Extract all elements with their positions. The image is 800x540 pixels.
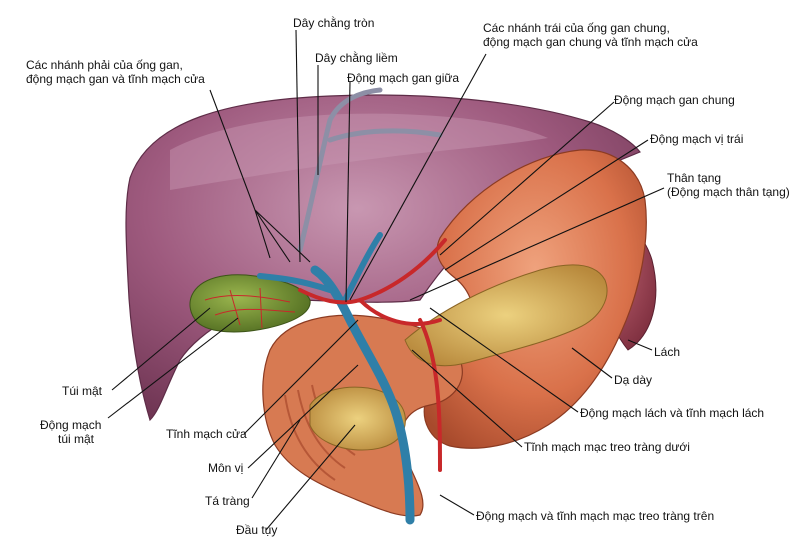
label-superior-mesenteric-vessels: Động mạch và tĩnh mạch mạc treo tràng tr… [476, 509, 715, 523]
leader-middle-hepatic-artery [345, 81, 351, 303]
label-splenic-vessels: Động mạch lách và tĩnh mạch lách [580, 406, 765, 420]
label-pancreas-head: Đầu tụy [236, 523, 278, 537]
label-pylorus: Môn vị [208, 461, 244, 475]
leader-cystic-artery [107, 317, 239, 419]
label-portal-vein: Tĩnh mạch cửa [166, 427, 247, 441]
leader-left-branches [349, 53, 487, 301]
label-right-branches-line2: động mạch gan và tĩnh mạch cửa [26, 72, 205, 86]
label-duodenum: Tá tràng [205, 494, 250, 508]
label-celiac-trunk: Thân tạng (Động mạch thân tạng) [667, 171, 790, 199]
pancreas-head-shape [309, 386, 406, 451]
gallbladder-shape [189, 274, 311, 333]
leader-spleen [627, 339, 653, 351]
pancreas-shape [404, 264, 608, 367]
label-cystic-artery-line2: túi mật [58, 432, 95, 446]
liver-highlight [170, 113, 548, 190]
gallbladder-vessels [204, 287, 296, 329]
label-left-branches-line1: Các nhánh trái của ống gan chung, [483, 21, 670, 35]
leader-inferior-mesenteric-vein [411, 349, 523, 448]
portal-vein-shape [310, 265, 415, 525]
label-inferior-mesenteric-vein: Tĩnh mạch mạc treo tràng dưới [524, 440, 690, 454]
leader-pancreas-head [265, 424, 356, 531]
label-round-ligament: Dây chằng tròn [293, 16, 375, 30]
label-falciform-ligament: Dây chằng liềm [315, 51, 398, 65]
portal-vein-branch [257, 232, 383, 303]
leader-pylorus [247, 364, 359, 469]
label-common-hepatic-artery: Động mạch gan chung [614, 93, 735, 107]
label-left-branches-line2: động mạch gan chung và tĩnh mạch cửa [483, 35, 698, 49]
leader-portal-vein [243, 319, 359, 435]
label-gallbladder: Túi mật [62, 384, 103, 398]
leader-round-ligament [295, 29, 301, 263]
leader-right-branches-3 [254, 209, 311, 263]
leader-duodenum [251, 419, 301, 499]
label-left-gastric-artery: Động mạch vị trái [650, 132, 744, 146]
label-stomach: Dạ dày [614, 373, 653, 387]
leader-stomach [571, 347, 613, 379]
label-middle-hepatic-artery: Động mạch gan giữa [347, 71, 460, 85]
leader-celiac-trunk [409, 187, 665, 301]
leader-left-gastric-artery [444, 139, 649, 271]
leader-superior-mesenteric-vessels [439, 494, 475, 516]
label-right-branches: Các nhánh phải của ống gan, động mạch ga… [26, 58, 205, 86]
label-celiac-trunk-line2: (Động mạch thân tạng) [667, 185, 790, 199]
label-celiac-trunk-line1: Thân tạng [667, 171, 722, 185]
label-cystic-artery: Động mạch túi mật [40, 418, 101, 446]
label-left-branches: Các nhánh trái của ống gan chung, động m… [483, 21, 698, 49]
leader-right-branches-2 [254, 209, 291, 263]
leader-right-branches-1 [209, 89, 271, 259]
hepatic-artery-shape [298, 238, 447, 472]
label-spleen: Lách [654, 345, 681, 359]
leader-splenic-vessels [429, 307, 579, 413]
ligament-shape [297, 87, 443, 253]
leader-common-hepatic-artery [439, 101, 615, 256]
leader-gallbladder [111, 307, 211, 391]
label-right-branches-line1: Các nhánh phải của ống gan, [26, 58, 183, 72]
label-cystic-artery-line1: Động mạch [40, 418, 102, 432]
